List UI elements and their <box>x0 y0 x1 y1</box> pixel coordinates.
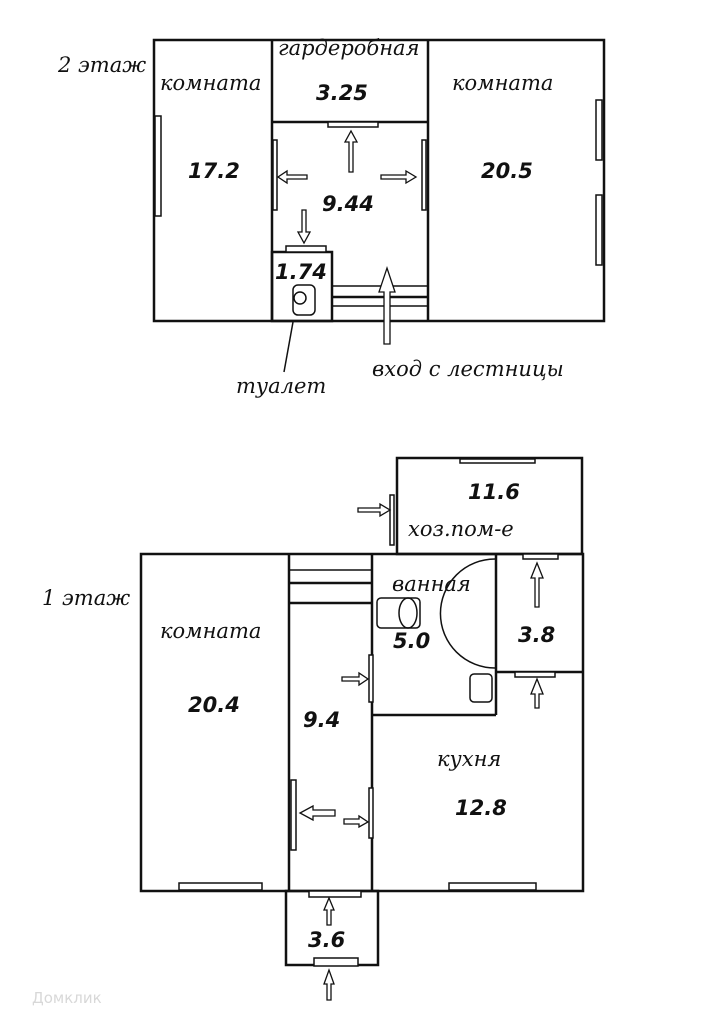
room-area: 3.6 <box>308 928 345 952</box>
sink-icon <box>376 597 421 629</box>
room-name: хоз.пом-е <box>408 517 514 541</box>
entrance-note: вход с лестницы <box>372 357 564 381</box>
room-area: 3.8 <box>518 623 555 647</box>
door <box>327 121 379 128</box>
watermark: Домклик <box>32 989 102 1007</box>
window <box>595 194 603 266</box>
room-name: комната <box>160 71 261 95</box>
arrow-left-icon <box>298 804 336 822</box>
window <box>595 99 603 161</box>
room-name: туалет <box>236 374 326 398</box>
arrow-left-icon <box>276 169 308 185</box>
room-name: комната <box>160 619 261 643</box>
door <box>421 139 427 211</box>
arrow-up-icon <box>323 896 335 926</box>
room-area: 11.6 <box>468 480 520 504</box>
room-area: 3.25 <box>316 81 368 105</box>
arrow-right-icon <box>380 169 418 185</box>
room-name: ванная <box>392 572 471 596</box>
toilet-bowl-icon <box>292 284 316 316</box>
arrow-right-icon <box>341 671 370 687</box>
floor2-label: 2 этаж <box>57 53 146 77</box>
arrow-right-icon <box>357 502 392 518</box>
door <box>272 139 278 211</box>
floor1-outer-wall <box>139 552 585 893</box>
floor2-plan: 2 этаж комната 17.2 гардеробная 3.25 ком… <box>57 36 606 398</box>
room-name: комната <box>452 71 553 95</box>
room-area: 1.74 <box>275 260 327 284</box>
window <box>154 115 162 217</box>
stairs <box>332 285 428 307</box>
arrow-up-icon <box>530 677 544 709</box>
door <box>514 671 556 678</box>
stairs <box>289 569 372 605</box>
window <box>448 882 537 891</box>
window <box>459 458 536 464</box>
door <box>389 494 395 546</box>
door <box>368 787 374 839</box>
room-area: 12.8 <box>455 796 507 820</box>
door <box>368 654 374 703</box>
window <box>178 882 263 891</box>
door <box>308 890 362 898</box>
room-area: 5.0 <box>393 629 430 653</box>
arrow-up-icon <box>323 968 335 1001</box>
door <box>313 957 359 967</box>
room-area: 9.4 <box>303 708 340 732</box>
floor1-label: 1 этаж <box>42 586 130 610</box>
toilet-icon <box>469 673 493 703</box>
room-area: 20.4 <box>188 693 240 717</box>
floor2-outer-wall <box>152 38 606 323</box>
door <box>522 553 559 560</box>
room-name: гардеробная <box>278 36 419 60</box>
room-area: 20.5 <box>481 159 533 183</box>
toilet-pointer-line <box>283 321 294 373</box>
room-name: кухня <box>437 747 501 771</box>
toilet-seat-icon <box>293 291 307 305</box>
room-area: 9.44 <box>322 192 374 216</box>
arrow-right-icon <box>343 814 370 829</box>
door <box>290 779 297 851</box>
entrance-arrow-icon <box>378 265 396 345</box>
door-swing-arc <box>439 558 496 669</box>
arrow-down-icon <box>296 209 312 245</box>
arrow-up-icon <box>343 129 359 173</box>
floor1-plan: 1 этаж 11.6 хоз.пом-е комната 20.4 9.4 в… <box>42 456 585 1001</box>
sink-bowl-icon <box>398 597 418 629</box>
door <box>285 245 327 253</box>
room-area: 17.2 <box>188 159 240 183</box>
arrow-up-icon <box>530 561 544 608</box>
